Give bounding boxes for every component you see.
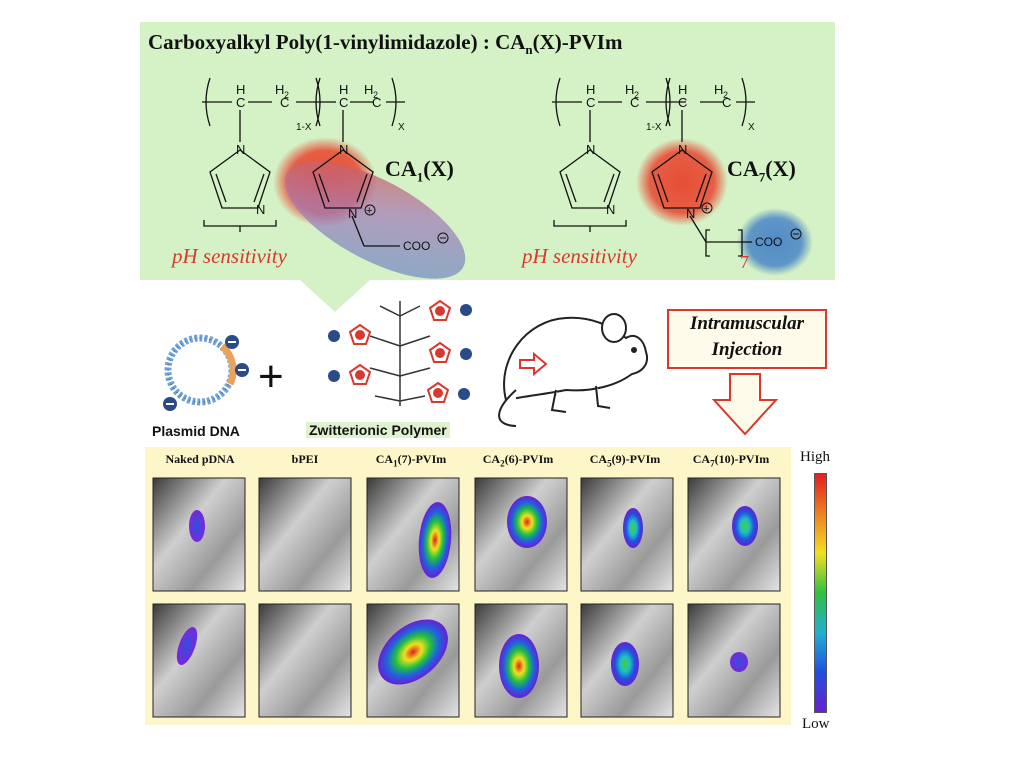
injection-box: Intramuscular Injection [667, 309, 827, 369]
column-label-ca2-6: CA2(6)-PVIm [482, 452, 554, 469]
ca1-label: CA1(X) [385, 156, 454, 185]
column-label-naked-pdna: Naked pDNA [165, 452, 235, 466]
svg-text:C: C [339, 95, 348, 110]
column-label-ca5-9: CA5(9)-PVIm [589, 452, 661, 469]
svg-text:X: X [748, 122, 755, 133]
svg-text:1-X: 1-X [646, 122, 662, 133]
svg-text:H: H [236, 82, 245, 97]
svg-text:H: H [586, 82, 595, 97]
svg-text:C: C [630, 95, 639, 110]
column-label-ca1-7: CA1(7)-PVIm [375, 452, 447, 469]
svg-text:C: C [236, 95, 245, 110]
svg-text:C: C [372, 95, 381, 110]
svg-text:N: N [606, 202, 615, 217]
anionic-highlight [737, 208, 813, 276]
svg-text:N: N [586, 142, 595, 157]
column-label-ca7-10: CA7(10)-PVIm [692, 452, 770, 469]
scale-low-label: Low [802, 716, 830, 732]
imaging-panel [145, 447, 791, 725]
svg-text:C: C [722, 95, 731, 110]
mouse-icon [498, 313, 648, 427]
right-ph-sensitivity: pH sensitivity [522, 244, 637, 268]
svg-text:C: C [586, 95, 595, 110]
svg-text:N: N [678, 142, 687, 157]
green-panel [140, 22, 835, 312]
svg-text:N: N [339, 142, 348, 157]
svg-text:C: C [280, 95, 289, 110]
column-label-bpei: bPEI [291, 452, 319, 466]
scale-high-label: High [800, 449, 830, 465]
svg-text:COO: COO [755, 235, 782, 249]
svg-text:N: N [256, 202, 265, 217]
ca7-label: CA7(X) [727, 156, 796, 185]
repeat-count: 7 [740, 252, 749, 272]
plus-sign: + [258, 352, 284, 401]
color-scale-bar [814, 473, 827, 713]
cationic-highlight [636, 138, 728, 226]
svg-text:+: + [366, 205, 372, 217]
svg-text:C: C [678, 95, 687, 110]
svg-text:X: X [398, 122, 405, 133]
plasmid-dna-label: Plasmid DNA [152, 423, 240, 439]
svg-text:COO: COO [403, 239, 430, 253]
svg-text:N: N [686, 206, 695, 221]
bioluminescence-images [152, 477, 781, 718]
svg-text:N: N [236, 142, 245, 157]
zwitterion-highlight [284, 161, 466, 279]
plasmid-dna-icon [163, 334, 249, 411]
left-ph-sensitivity: pH sensitivity [172, 244, 287, 268]
svg-text:2: 2 [634, 90, 639, 100]
svg-text:2: 2 [373, 90, 378, 100]
svg-text:N: N [348, 206, 357, 221]
svg-text:+: + [703, 203, 709, 215]
down-arrow-icon [711, 373, 779, 436]
zwitterionic-polymer-label: Zwitterionic Polymer [306, 422, 450, 438]
svg-text:1-X: 1-X [296, 122, 312, 133]
svg-text:H: H [364, 82, 373, 97]
zwitterionic-polymer-icon [328, 299, 472, 406]
svg-text:H: H [275, 82, 284, 97]
svg-text:H: H [678, 82, 687, 97]
page-title: Carboxyalkyl Poly(1-vinylimidazole) : CA… [148, 30, 623, 58]
svg-text:2: 2 [723, 90, 728, 100]
svg-text:H: H [714, 82, 723, 97]
svg-text:2: 2 [284, 90, 289, 100]
svg-text:H: H [625, 82, 634, 97]
svg-text:H: H [339, 82, 348, 97]
